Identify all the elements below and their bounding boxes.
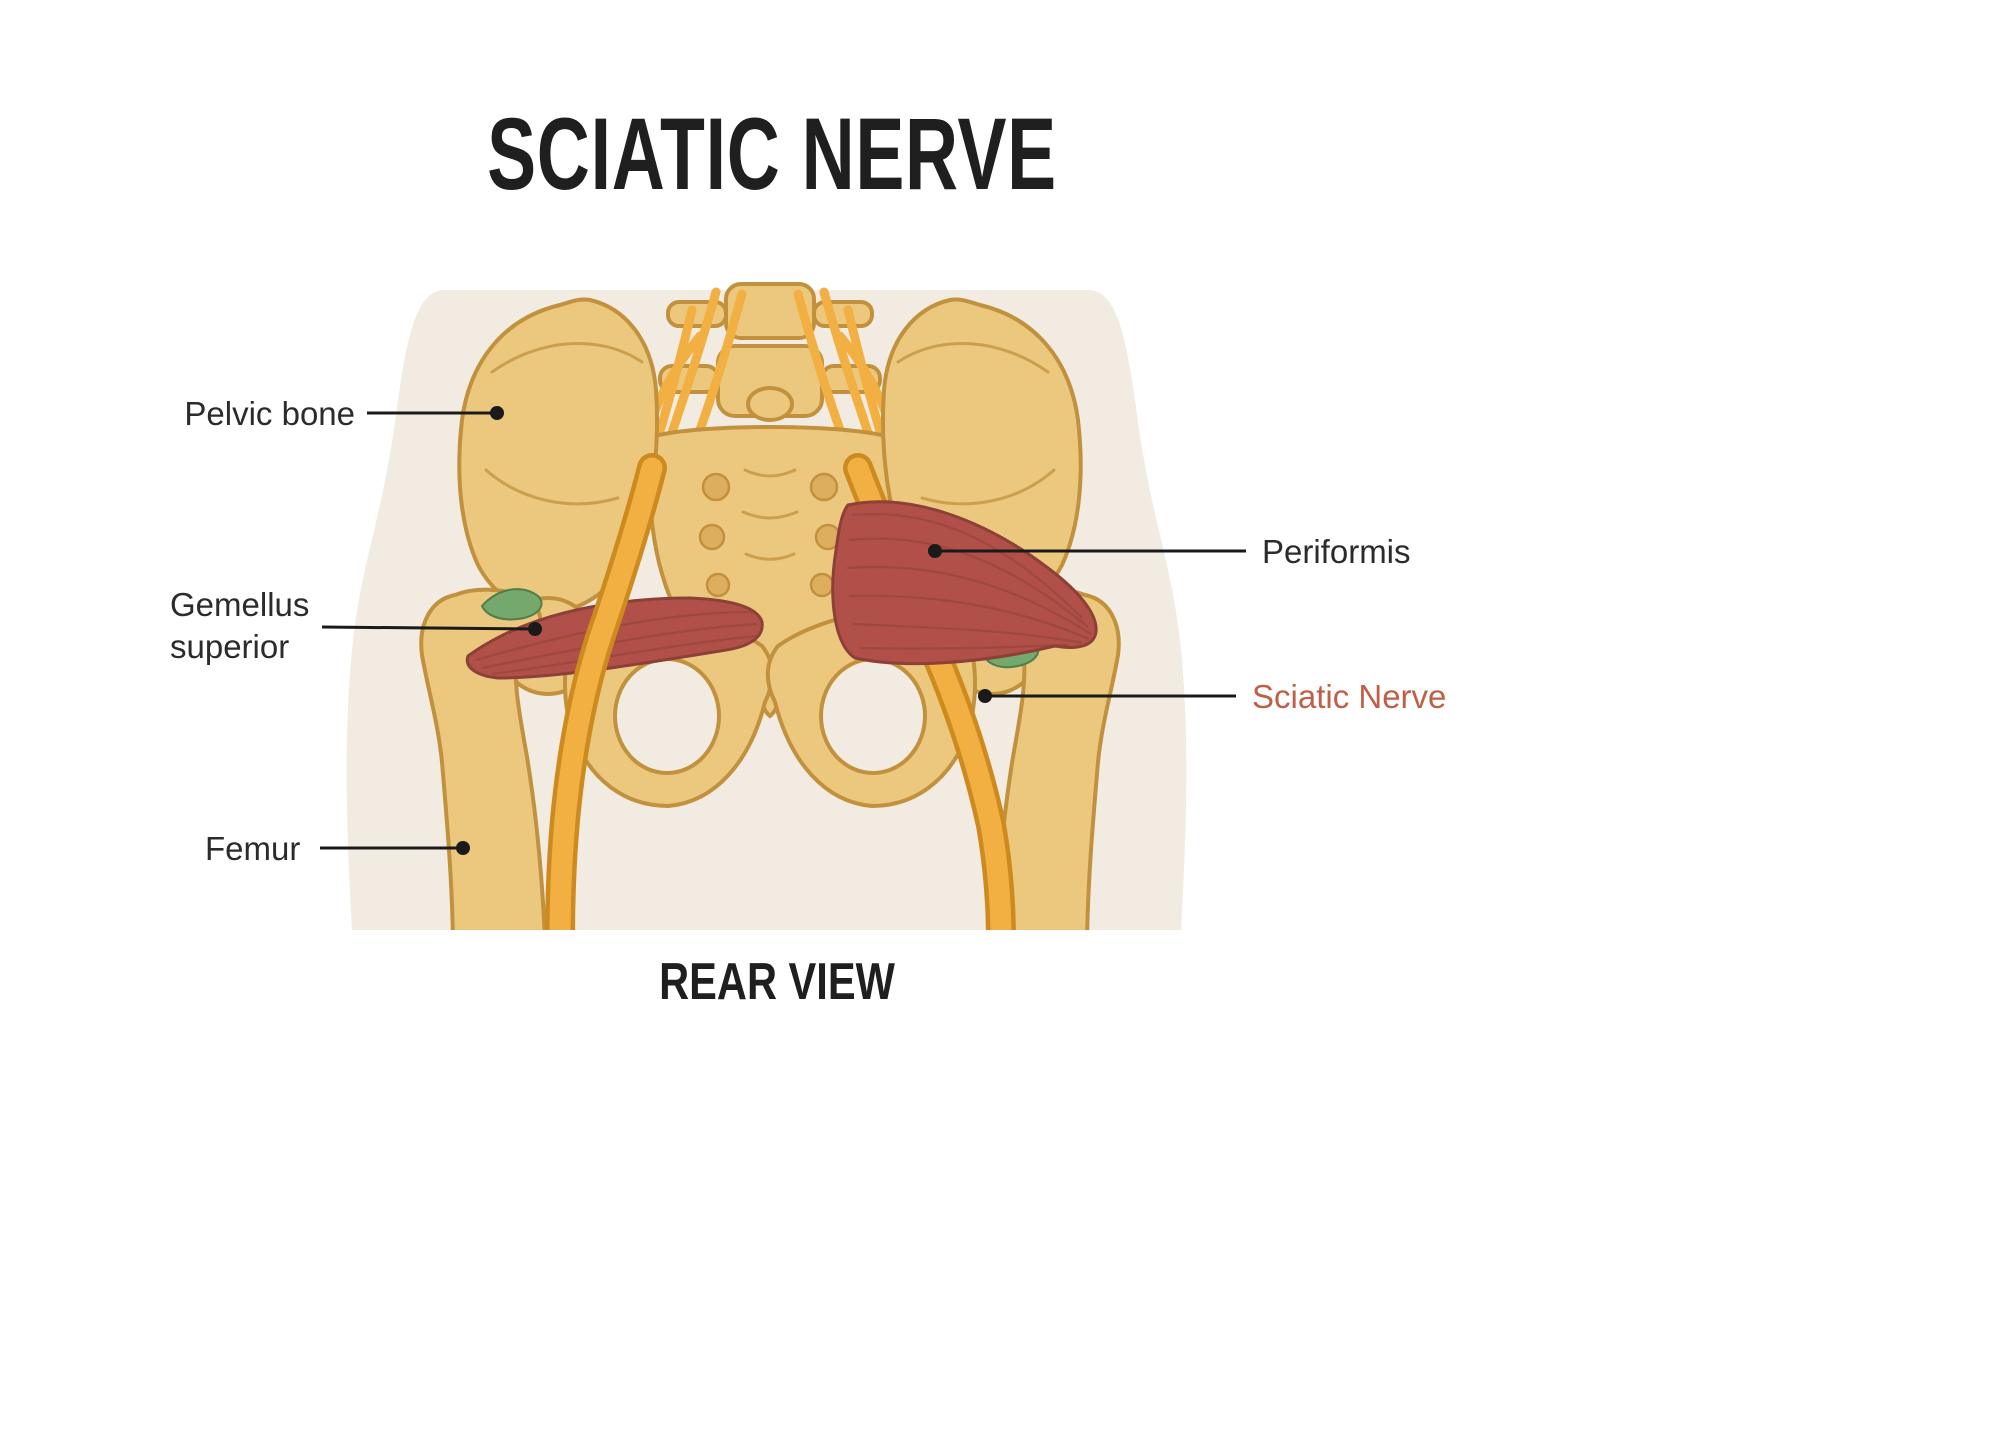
obturator-foramen-right [819,657,927,775]
dot-sciatic-nerve [978,689,992,703]
dot-femur [456,841,470,855]
label-pelvic-bone: Pelvic bone [184,395,355,432]
diagram-title: SCIATIC NERVE [487,97,1057,211]
label-femur: Femur [205,830,301,867]
sciatic-nerve-left [545,453,667,930]
leader-gemellus-superior [321,625,536,631]
label-sciatic-nerve: Sciatic Nerve [1252,678,1447,715]
leader-lines [320,406,1246,855]
obturator-foramen-left [613,657,721,775]
ligament-left [480,588,543,621]
label-gemellus-superior: Gemellus superior [170,586,310,665]
piriformis-muscle-right [831,500,1098,666]
view-label: REAR VIEW [659,953,895,1011]
dot-gemellus-superior [528,622,542,636]
dot-periformis [928,544,942,558]
label-periformis: Periformis [1262,533,1411,570]
dot-pelvic-bone [490,406,504,420]
pelvic-bone-left [457,297,659,615]
